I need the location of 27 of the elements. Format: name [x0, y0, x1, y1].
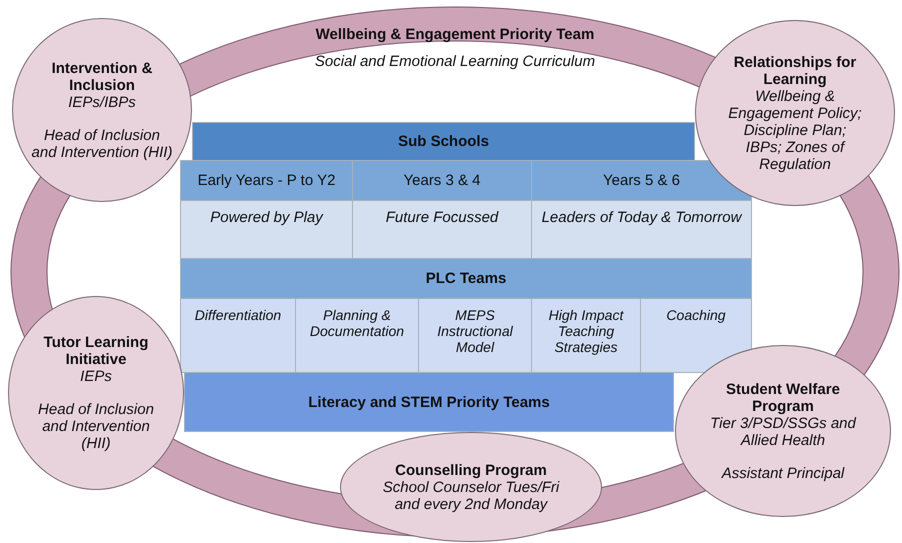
table-cell: Differentiation: [180, 298, 296, 373]
ring-subtitle: Social and Emotional Learning Curriculum: [314, 53, 596, 70]
note: Head of Inclusion and Intervention (HII): [31, 126, 173, 160]
table-cell: Powered by Play: [180, 200, 353, 259]
table-cell: Years 3 & 4: [352, 160, 532, 201]
table-cell: Planning & Documentation: [295, 298, 419, 373]
header-band: Literacy and STEM Priority Teams: [184, 372, 674, 432]
table-cell: Future Focussed: [352, 200, 532, 259]
table-cell: Leaders of Today & Tomorrow: [531, 200, 752, 259]
table-cell: MEPS Instructional Model: [418, 298, 532, 373]
table-cell: Early Years - P to Y2: [180, 160, 353, 201]
header-band: Sub Schools: [192, 122, 695, 161]
subheading: IEPs: [80, 368, 112, 385]
table-cell: Coaching: [640, 298, 752, 373]
heading: Student Welfare Program: [725, 380, 841, 414]
subheading: IEPs/IBPs: [68, 94, 136, 110]
note: Assistant Principal: [722, 464, 844, 482]
subheading: School Counselor Tues/Fri and every 2nd Monday: [382, 478, 560, 512]
ring-title: Wellbeing & Engagement Priority Team: [316, 26, 594, 43]
heading: Relationships for Learning: [732, 54, 858, 88]
heading: Tutor Learning Initiative: [42, 334, 150, 368]
heading: Intervention & Inclusion: [50, 60, 154, 94]
table-cell: High Impact Teaching Strategies: [531, 298, 641, 373]
subheading: Tier 3/PSD/SSGs and Allied Health: [709, 414, 858, 448]
heading: Counselling Program: [395, 462, 547, 478]
header-band: PLC Teams: [180, 258, 752, 299]
note: Head of Inclusion and Intervention (HII): [37, 401, 155, 452]
